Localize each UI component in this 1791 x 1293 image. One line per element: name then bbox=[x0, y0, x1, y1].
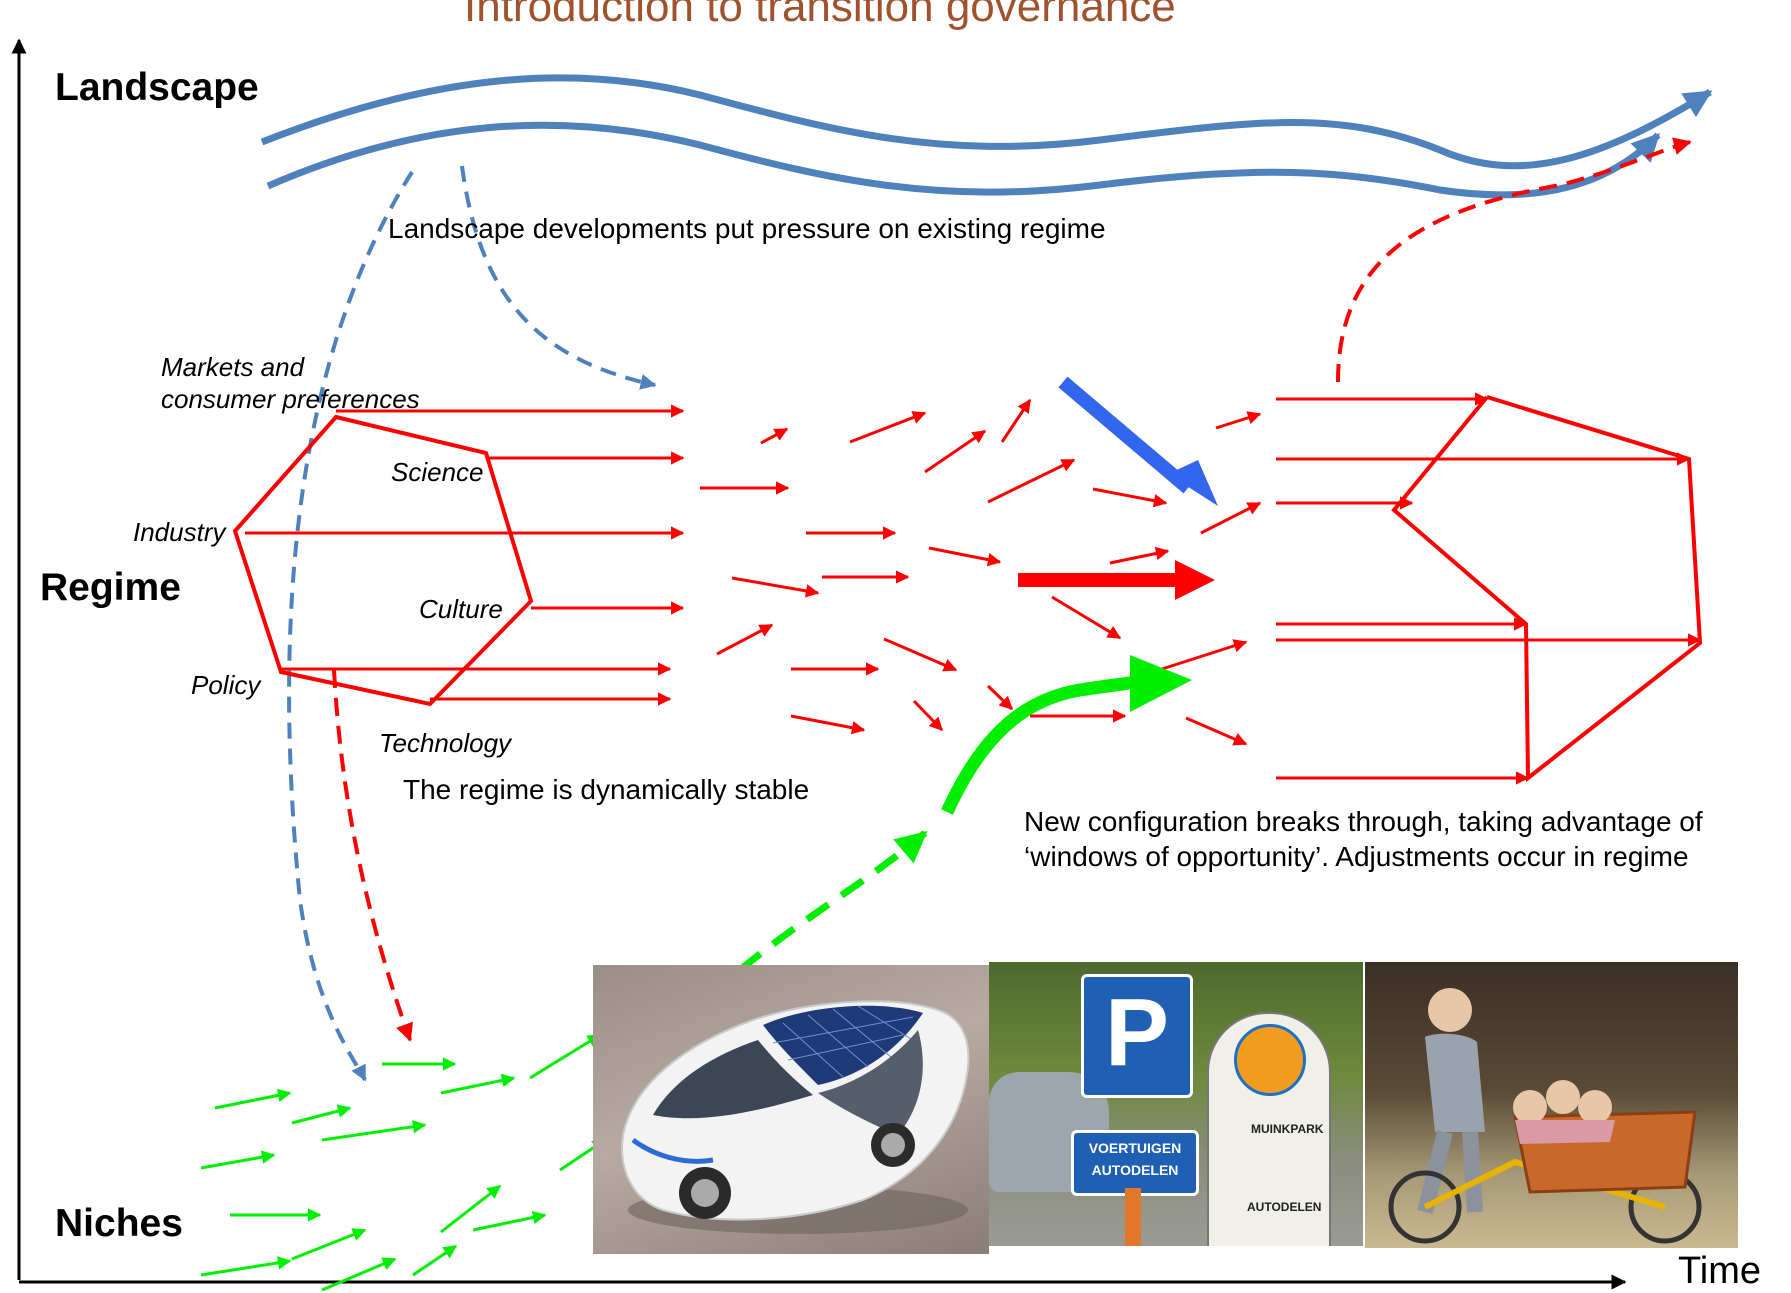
regime-arrow bbox=[1000, 398, 1032, 443]
landscape-pressure-curves bbox=[287, 165, 657, 1082]
regime-arrow bbox=[1161, 639, 1248, 671]
carsharing-plate-line2: AUTODELEN bbox=[1091, 1162, 1179, 1178]
regime-arrow bbox=[1200, 501, 1262, 535]
share-sign: AUTODELEN bbox=[1247, 1200, 1322, 1214]
station-logo bbox=[1234, 1024, 1306, 1096]
regime-arrow bbox=[760, 427, 789, 445]
landscape-waves bbox=[260, 74, 1713, 199]
level-landscape: Landscape bbox=[55, 66, 259, 109]
level-niches: Niches bbox=[55, 1202, 183, 1245]
regime-thick-arrow bbox=[1018, 560, 1215, 600]
regime-arrow bbox=[924, 429, 987, 474]
niche-arrow bbox=[321, 1257, 397, 1292]
niche-arrows bbox=[200, 1033, 607, 1292]
niche-arrow bbox=[214, 1088, 292, 1110]
niche-arrow bbox=[440, 1184, 502, 1234]
regime-arrow bbox=[928, 546, 1002, 567]
pressure-curve-to-regime bbox=[460, 165, 657, 390]
axes bbox=[11, 38, 1627, 1290]
carsharing-plate: VOERTUIGEN AUTODELEN bbox=[1071, 1130, 1199, 1196]
photo-carsharing-signs: P VOERTUIGEN AUTODELEN MUINKPARK AUTODEL… bbox=[989, 962, 1363, 1246]
niche-rising-dashed bbox=[737, 830, 928, 973]
niche-arrow bbox=[472, 1210, 547, 1232]
regime-hexagon-left bbox=[232, 414, 534, 707]
regime-arrow bbox=[987, 458, 1076, 504]
regime-hexagon-right bbox=[1391, 395, 1703, 783]
sign-pole bbox=[1125, 1188, 1141, 1246]
niche-arrow bbox=[200, 1150, 276, 1170]
landscape-pressure-arrow bbox=[1058, 376, 1218, 506]
regime-arrow bbox=[986, 684, 1014, 711]
regime-to-niches-dashed bbox=[332, 669, 414, 1042]
regime-arrow bbox=[1109, 546, 1170, 565]
regime-to-landscape-dashed bbox=[1336, 137, 1692, 383]
niche-arrow bbox=[529, 1033, 602, 1080]
annotation-landscape-pressure: Landscape developments put pressure on e… bbox=[388, 213, 1106, 244]
dimension-science: Science bbox=[391, 457, 484, 487]
regime-arrow bbox=[849, 411, 927, 444]
niche-arrow bbox=[321, 1120, 427, 1142]
cargo-bike-illustration bbox=[1388, 988, 1702, 1244]
regime-arrow bbox=[1092, 487, 1168, 508]
regime-arrow bbox=[912, 699, 944, 732]
dimension-markets: Markets and consumer preferences bbox=[161, 352, 420, 414]
x-axis-label: Time bbox=[1678, 1250, 1762, 1292]
niche-arrow bbox=[291, 1228, 367, 1261]
dimension-culture: Culture bbox=[419, 594, 503, 624]
annotation-breakthrough-line2: ‘windows of opportunity’. Adjustments oc… bbox=[1024, 841, 1689, 872]
photo-cargo-bike bbox=[1365, 962, 1738, 1248]
dimension-policy: Policy bbox=[191, 670, 261, 700]
photo-electric-car bbox=[593, 965, 989, 1254]
regime-arrow bbox=[1185, 716, 1248, 746]
annotation-breakthrough-line1: New configuration breaks through, taking… bbox=[1024, 806, 1703, 837]
street-sign: MUINKPARK bbox=[1251, 1122, 1324, 1136]
carsharing-plate-line1: VOERTUIGEN bbox=[1088, 1140, 1182, 1156]
niche-arrow bbox=[440, 1073, 516, 1095]
regime-arrow bbox=[790, 714, 866, 735]
regime-arrow bbox=[1215, 411, 1262, 430]
regime-dashed-curves bbox=[332, 137, 1692, 1042]
regime-arrow bbox=[716, 623, 774, 656]
landscape-wave-upper bbox=[260, 74, 1713, 170]
regime-arrow bbox=[883, 637, 958, 672]
pressure-curve-to-niches bbox=[287, 170, 414, 1082]
car-illustration bbox=[621, 1000, 970, 1234]
annotation-regime-stable: The regime is dynamically stable bbox=[403, 774, 810, 805]
landscape-wave-lower bbox=[266, 121, 1661, 199]
parking-sign-letter: P bbox=[1104, 979, 1170, 1086]
niche-arrow bbox=[291, 1104, 352, 1125]
dimension-technology: Technology bbox=[379, 728, 512, 758]
regime-arrows bbox=[245, 392, 1702, 785]
level-regime: Regime bbox=[40, 566, 181, 609]
niche-arrow bbox=[200, 1256, 292, 1277]
regime-arrow bbox=[1051, 595, 1122, 640]
regime-arrow bbox=[731, 576, 820, 598]
niche-breakthrough-arrow bbox=[941, 655, 1192, 815]
parking-sign: P bbox=[1081, 974, 1193, 1098]
page-title: Introduction to transition governance bbox=[464, 0, 1176, 31]
dimension-industry: Industry bbox=[133, 517, 226, 547]
niche-arrow bbox=[412, 1244, 458, 1277]
